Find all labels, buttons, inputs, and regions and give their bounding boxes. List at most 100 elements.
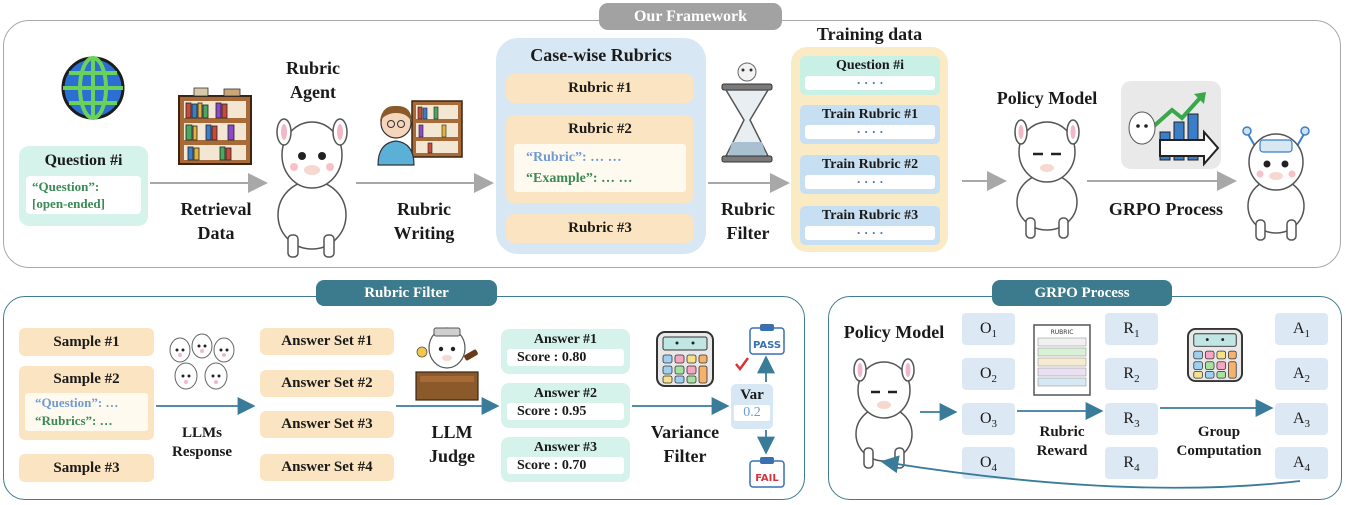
- grpo-arrows: [880, 399, 1301, 489]
- policy-model-llama-icon: [1014, 119, 1080, 239]
- training-item-rubric-3: Train Rubric #3 · · · ·: [800, 206, 940, 245]
- rubric-agent-llama-icon: [276, 118, 348, 258]
- group-computation-label-line1: Group: [1197, 424, 1241, 440]
- sample-2: Sample #2 “Question”: … “Rubrics”: …: [19, 366, 154, 440]
- output-o3-sub: 3: [991, 418, 998, 431]
- sample-2-line1: “Question”: …: [35, 395, 119, 410]
- rubric-filter-label-line2: Filter: [726, 223, 770, 243]
- hourglass-filter-icon: [721, 62, 773, 163]
- llms-response-label-line1: LLMs: [181, 425, 222, 441]
- sample-2-title: Sample #2: [53, 371, 120, 387]
- advantage-a1-letter: A: [1292, 320, 1305, 337]
- output-o4-sub: 4: [991, 462, 998, 475]
- answer-1-score: Score : 0.80: [507, 349, 624, 366]
- rubric-writing-label: Rubric Writing: [374, 197, 474, 245]
- training-item-question-label: Question #i: [835, 58, 905, 73]
- output-o2-sub: 2: [991, 373, 998, 386]
- retrieval-label-line2: Data: [197, 223, 235, 243]
- question-body-line2: [open-ended]: [32, 196, 105, 211]
- training-item-question-dots: · · · ·: [805, 76, 935, 90]
- question-box: Question #i “Question”: [open-ended]: [19, 146, 148, 226]
- reward-r2-letter: R: [1123, 365, 1135, 382]
- advantage-a3-letter: A: [1292, 410, 1305, 427]
- reward-r1-letter: R: [1123, 320, 1135, 337]
- reward-r4: R4: [1105, 447, 1158, 479]
- group-computation-label-line2: Computation: [1176, 443, 1262, 459]
- reward-r1: R1: [1105, 313, 1158, 345]
- rubric-2-body: “Rubric”: … … “Example”: … …: [514, 144, 686, 192]
- answer-set-3: Answer Set #3: [260, 411, 394, 438]
- answer-1-box: Answer #1 Score : 0.80: [501, 329, 630, 374]
- framework-arrows: [150, 171, 1237, 193]
- rubric-2-title: Rubric #2: [568, 121, 632, 137]
- rubric-agent-label: Rubric Agent: [268, 56, 358, 104]
- llm-judge-label-line1: LLM: [431, 422, 473, 442]
- fail-text: FAIL: [755, 473, 779, 484]
- advantage-a4: A4: [1275, 447, 1328, 479]
- training-item-rubric-2-dots: · · · ·: [805, 175, 935, 189]
- advantage-a2: A2: [1275, 358, 1328, 390]
- growth-chart-icon: [1121, 81, 1221, 169]
- grpo-process-label-top: GRPO Process: [1108, 199, 1224, 219]
- llm-judge-icon: [415, 327, 479, 401]
- question-body: “Question”: [open-ended]: [26, 176, 141, 214]
- pass-text: PASS: [753, 340, 781, 351]
- reward-r3-sub: 3: [1134, 418, 1140, 431]
- rubric-2: Rubric #2 “Rubric”: … … “Example”: … …: [506, 115, 694, 203]
- question-title: Question #i: [44, 152, 123, 169]
- rubric-agent-label-line1: Rubric: [286, 58, 340, 78]
- advantage-a2-letter: A: [1292, 365, 1305, 382]
- answer-1-title: Answer #1: [533, 332, 598, 347]
- training-item-rubric-1-dots: · · · ·: [805, 125, 935, 139]
- training-item-rubric-3-label: Train Rubric #3: [821, 208, 919, 223]
- reward-r3: R3: [1105, 403, 1158, 435]
- rubric-1: Rubric #1: [506, 74, 694, 103]
- reward-r3-letter: R: [1123, 410, 1135, 427]
- training-item-rubric-1-label: Train Rubric #1: [821, 107, 919, 122]
- llms-response-label-line2: Response: [171, 444, 232, 460]
- rubric-filter-label: Rubric Filter: [705, 197, 791, 245]
- group-calculator-icon: [1187, 327, 1243, 383]
- output-o2-letter: O: [979, 365, 992, 382]
- training-item-rubric-1: Train Rubric #1 · · · ·: [800, 105, 940, 144]
- fail-badge-icon: FAIL: [749, 457, 785, 488]
- output-o2: O2: [962, 358, 1015, 390]
- reward-r4-letter: R: [1123, 454, 1135, 471]
- globe-icon: [61, 56, 125, 120]
- sample-1: Sample #1: [19, 328, 154, 356]
- variance-filter-label-line2: Filter: [663, 446, 707, 466]
- variance-title: Var: [740, 387, 764, 403]
- policy-model-label-top: Policy Model: [996, 88, 1098, 108]
- advantage-a2-sub: 2: [1304, 373, 1311, 386]
- output-o3-letter: O: [979, 410, 992, 427]
- retrieval-label-line1: Retrieval: [180, 199, 252, 219]
- policy-model-label-bottom: Policy Model: [843, 322, 945, 342]
- training-item-rubric-3-dots: · · · ·: [805, 226, 935, 240]
- sample-2-body: “Question”: … “Rubrics”: …: [25, 393, 148, 431]
- output-o1-letter: O: [979, 320, 992, 337]
- llms-response-label: LLMs Response: [160, 424, 244, 462]
- rubric-agent-label-line2: Agent: [290, 82, 336, 102]
- answer-2-title: Answer #2: [533, 386, 598, 401]
- rubric-filter-banner: Rubric Filter: [316, 280, 497, 306]
- reward-r2-sub: 2: [1134, 373, 1140, 386]
- rubric-2-line2: “Example”: … …: [526, 171, 633, 186]
- answer-set-2: Answer Set #2: [260, 370, 394, 397]
- rubric-sheet-title: RUBRIC: [1051, 329, 1074, 336]
- pass-badge-icon: PASS: [749, 324, 785, 355]
- grpo-process-banner: GRPO Process: [992, 280, 1172, 306]
- rubric-writing-label-line1: Rubric: [397, 199, 451, 219]
- output-o1-sub: 1: [991, 328, 998, 341]
- answer-3-box: Answer #3 Score : 0.70: [501, 437, 630, 482]
- variance-filter-label: Variance Filter: [640, 420, 730, 468]
- group-computation-label: Group Computation: [1164, 423, 1274, 461]
- rubric-reward-label-line2: Reward: [1036, 443, 1088, 459]
- answer-2-box: Answer #2 Score : 0.95: [501, 383, 630, 428]
- rubric-filter-label-line1: Rubric: [721, 199, 775, 219]
- rubric-reward-label-line1: Rubric: [1039, 424, 1085, 440]
- variance-filter-label-line1: Variance: [650, 422, 720, 442]
- case-wise-rubrics-title: Case-wise Rubrics: [530, 45, 672, 65]
- retrieval-data-label: Retrieval Data: [166, 197, 266, 245]
- llm-judge-label-line2: Judge: [428, 446, 475, 466]
- reward-r1-sub: 1: [1134, 328, 1140, 341]
